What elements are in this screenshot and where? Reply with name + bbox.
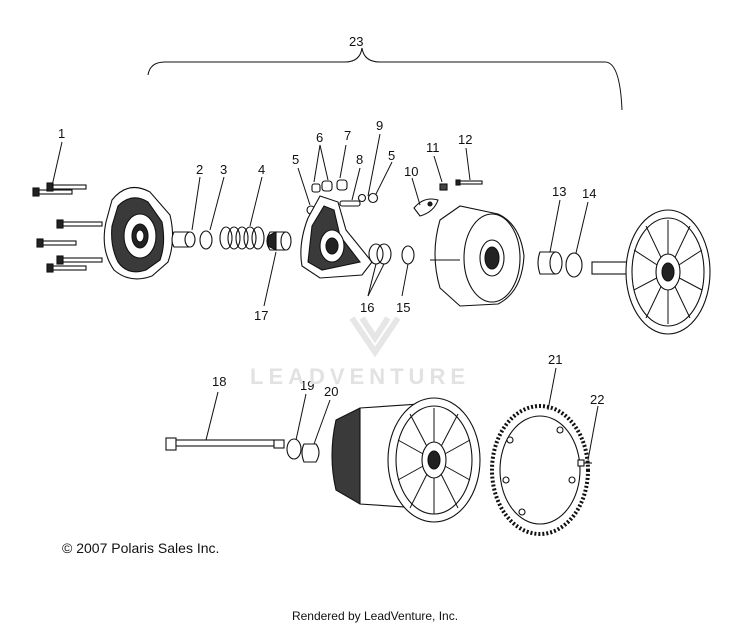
- callout-22: 22: [590, 392, 604, 407]
- bushing-part-20: [301, 443, 320, 463]
- callout-2: 2: [196, 162, 203, 177]
- callout-20: 20: [324, 384, 338, 399]
- pin-part-12: [455, 179, 483, 186]
- bolts-part-1: [32, 182, 103, 273]
- callout-7: 7: [344, 128, 351, 143]
- callout-1: 1: [58, 126, 65, 141]
- callout-21: 21: [548, 352, 562, 367]
- leader-lines: [51, 133, 599, 461]
- callout-12: 12: [458, 132, 472, 147]
- callout-14: 14: [582, 186, 596, 201]
- bushing-part-2: [171, 231, 196, 248]
- callout-23: 23: [349, 34, 363, 49]
- callout-5a: 5: [292, 152, 299, 167]
- callout-18: 18: [212, 374, 226, 389]
- watermark-text: LEADVENTURE: [250, 364, 471, 389]
- callout-3: 3: [220, 162, 227, 177]
- ring-part-14: [565, 252, 583, 278]
- moveable-sheave: [430, 205, 525, 307]
- spring-part-4: [219, 226, 265, 250]
- bolt-part-18: [165, 437, 285, 451]
- moveable-spider: [300, 195, 373, 279]
- callout-17: 17: [254, 308, 268, 323]
- callout-8: 8: [356, 152, 363, 167]
- callout-13: 13: [552, 184, 566, 199]
- assembled-clutch: [331, 397, 481, 523]
- rendered-by-footer: Rendered by LeadVenture, Inc.: [291, 609, 459, 623]
- callout-5b: 5: [388, 148, 395, 163]
- spider-cover: [103, 186, 174, 280]
- nut-part-11: [439, 183, 448, 191]
- seal-part-15: [401, 245, 415, 265]
- callout-16: 16: [360, 300, 374, 315]
- washer-part-19: [286, 438, 302, 460]
- callout-10: 10: [404, 164, 418, 179]
- callout-15: 15: [396, 300, 410, 315]
- callout-4: 4: [258, 162, 265, 177]
- copyright-notice: © 2007 Polaris Sales Inc.: [62, 540, 220, 556]
- watermark-logo: [349, 316, 401, 358]
- callout-6: 6: [316, 130, 323, 145]
- callout-19: 19: [300, 378, 314, 393]
- assembly-bracket-23: [147, 47, 623, 111]
- bushing-part-13: [537, 251, 563, 275]
- callout-numbers: 23 1 2 3 4 5 6 7 8 9 5 10 11 12 13 14 16…: [58, 34, 604, 407]
- fixed-sheave: [591, 209, 711, 335]
- screw-part-22: [577, 459, 592, 467]
- callout-9: 9: [376, 118, 383, 133]
- weight-part-10: [413, 198, 439, 217]
- washers-part-16: [368, 243, 392, 265]
- bushing-part-17: [266, 231, 292, 251]
- callout-11: 11: [426, 140, 440, 155]
- ring-part-3: [199, 230, 213, 250]
- ring-gear-part-21: [490, 404, 590, 536]
